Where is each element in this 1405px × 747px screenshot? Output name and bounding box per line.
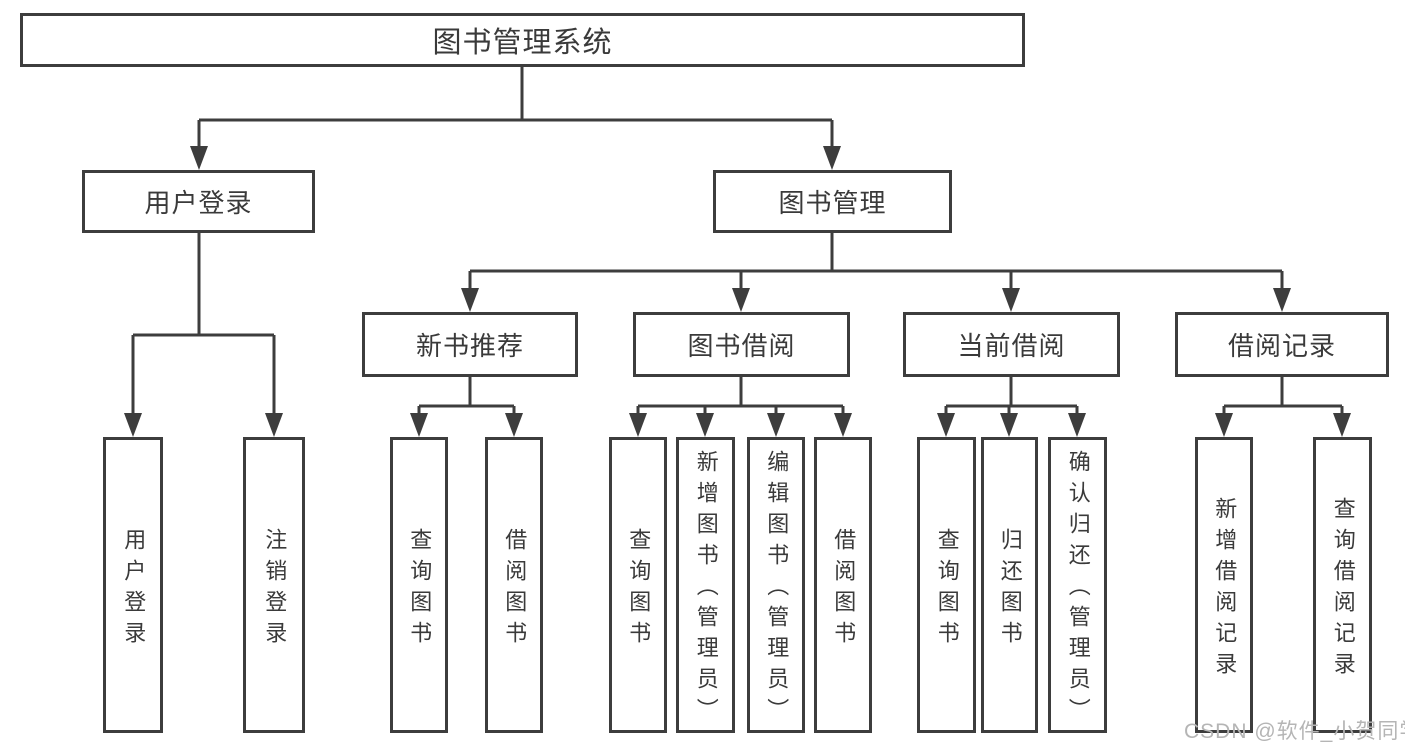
leaf-logout: 注销登录 xyxy=(243,437,305,733)
leaf-return-book-label: 归还图书 xyxy=(997,527,1023,652)
leaf-edit-book-admin-label: 编辑图书（管理员） xyxy=(764,450,790,729)
leaf-add-book-admin-label: 新增图书（管理员） xyxy=(693,450,719,729)
node-borrow-records-label: 借阅记录 xyxy=(1227,331,1336,361)
leaf-query-borrow-record: 查询借阅记录 xyxy=(1313,437,1372,733)
node-current-borrow-label: 当前借阅 xyxy=(957,331,1066,361)
connector-current-borrow-to-leaves xyxy=(937,377,1086,437)
leaf-edit-book-admin: 编辑图书（管理员） xyxy=(747,437,805,733)
connector-borrow-records-to-leaves xyxy=(1215,377,1351,437)
leaf-query-books-borrow-label: 查询图书 xyxy=(626,527,652,652)
node-new-book-recommend-label: 新书推荐 xyxy=(415,331,524,361)
node-book-borrow: 图书借阅 xyxy=(633,312,850,377)
connector-book-borrow-to-leaves xyxy=(629,377,852,437)
leaf-add-borrow-record-label: 新增借阅记录 xyxy=(1212,496,1238,683)
leaf-query-borrow-record-label: 查询借阅记录 xyxy=(1330,496,1356,683)
node-user-login: 用户登录 xyxy=(82,170,315,233)
leaf-query-books-current: 查询图书 xyxy=(917,437,976,733)
node-root: 图书管理系统 xyxy=(20,13,1025,67)
leaf-user-login-label: 用户登录 xyxy=(121,527,147,652)
node-user-login-label: 用户登录 xyxy=(144,188,253,218)
node-current-borrow: 当前借阅 xyxy=(903,312,1120,377)
leaf-query-books-borrow: 查询图书 xyxy=(609,437,667,733)
leaf-query-books-recommend-label: 查询图书 xyxy=(407,527,433,652)
leaf-query-books-current-label: 查询图书 xyxy=(934,527,960,652)
leaf-add-book-admin: 新增图书（管理员） xyxy=(676,437,735,733)
leaf-confirm-return-admin: 确认归还（管理员） xyxy=(1048,437,1107,733)
leaf-borrow-books-recommend: 借阅图书 xyxy=(485,437,543,733)
leaf-add-borrow-record: 新增借阅记录 xyxy=(1195,437,1253,733)
node-borrow-records: 借阅记录 xyxy=(1175,312,1389,377)
leaf-borrow-books-recommend-label: 借阅图书 xyxy=(502,527,528,652)
watermark: CSDN @软件_小贺同学 xyxy=(1184,720,1405,743)
leaf-query-books-recommend: 查询图书 xyxy=(390,437,448,733)
node-book-management-label: 图书管理 xyxy=(778,188,887,218)
leaf-return-book: 归还图书 xyxy=(981,437,1038,733)
leaf-confirm-return-admin-label: 确认归还（管理员） xyxy=(1065,450,1091,729)
leaf-borrow-books: 借阅图书 xyxy=(814,437,872,733)
connector-book-management-to-level3 xyxy=(461,233,1291,312)
leaf-user-login: 用户登录 xyxy=(103,437,163,733)
connector-new-book-recommend-to-leaves xyxy=(410,377,523,437)
leaf-logout-label: 注销登录 xyxy=(262,527,288,652)
leaf-borrow-books-label: 借阅图书 xyxy=(831,527,857,652)
node-book-management: 图书管理 xyxy=(713,170,952,233)
node-root-label: 图书管理系统 xyxy=(432,27,613,59)
node-new-book-recommend: 新书推荐 xyxy=(362,312,578,377)
node-book-borrow-label: 图书借阅 xyxy=(687,331,796,361)
connector-root-to-level2 xyxy=(190,67,841,170)
connector-user-login-to-leaves xyxy=(124,233,283,437)
